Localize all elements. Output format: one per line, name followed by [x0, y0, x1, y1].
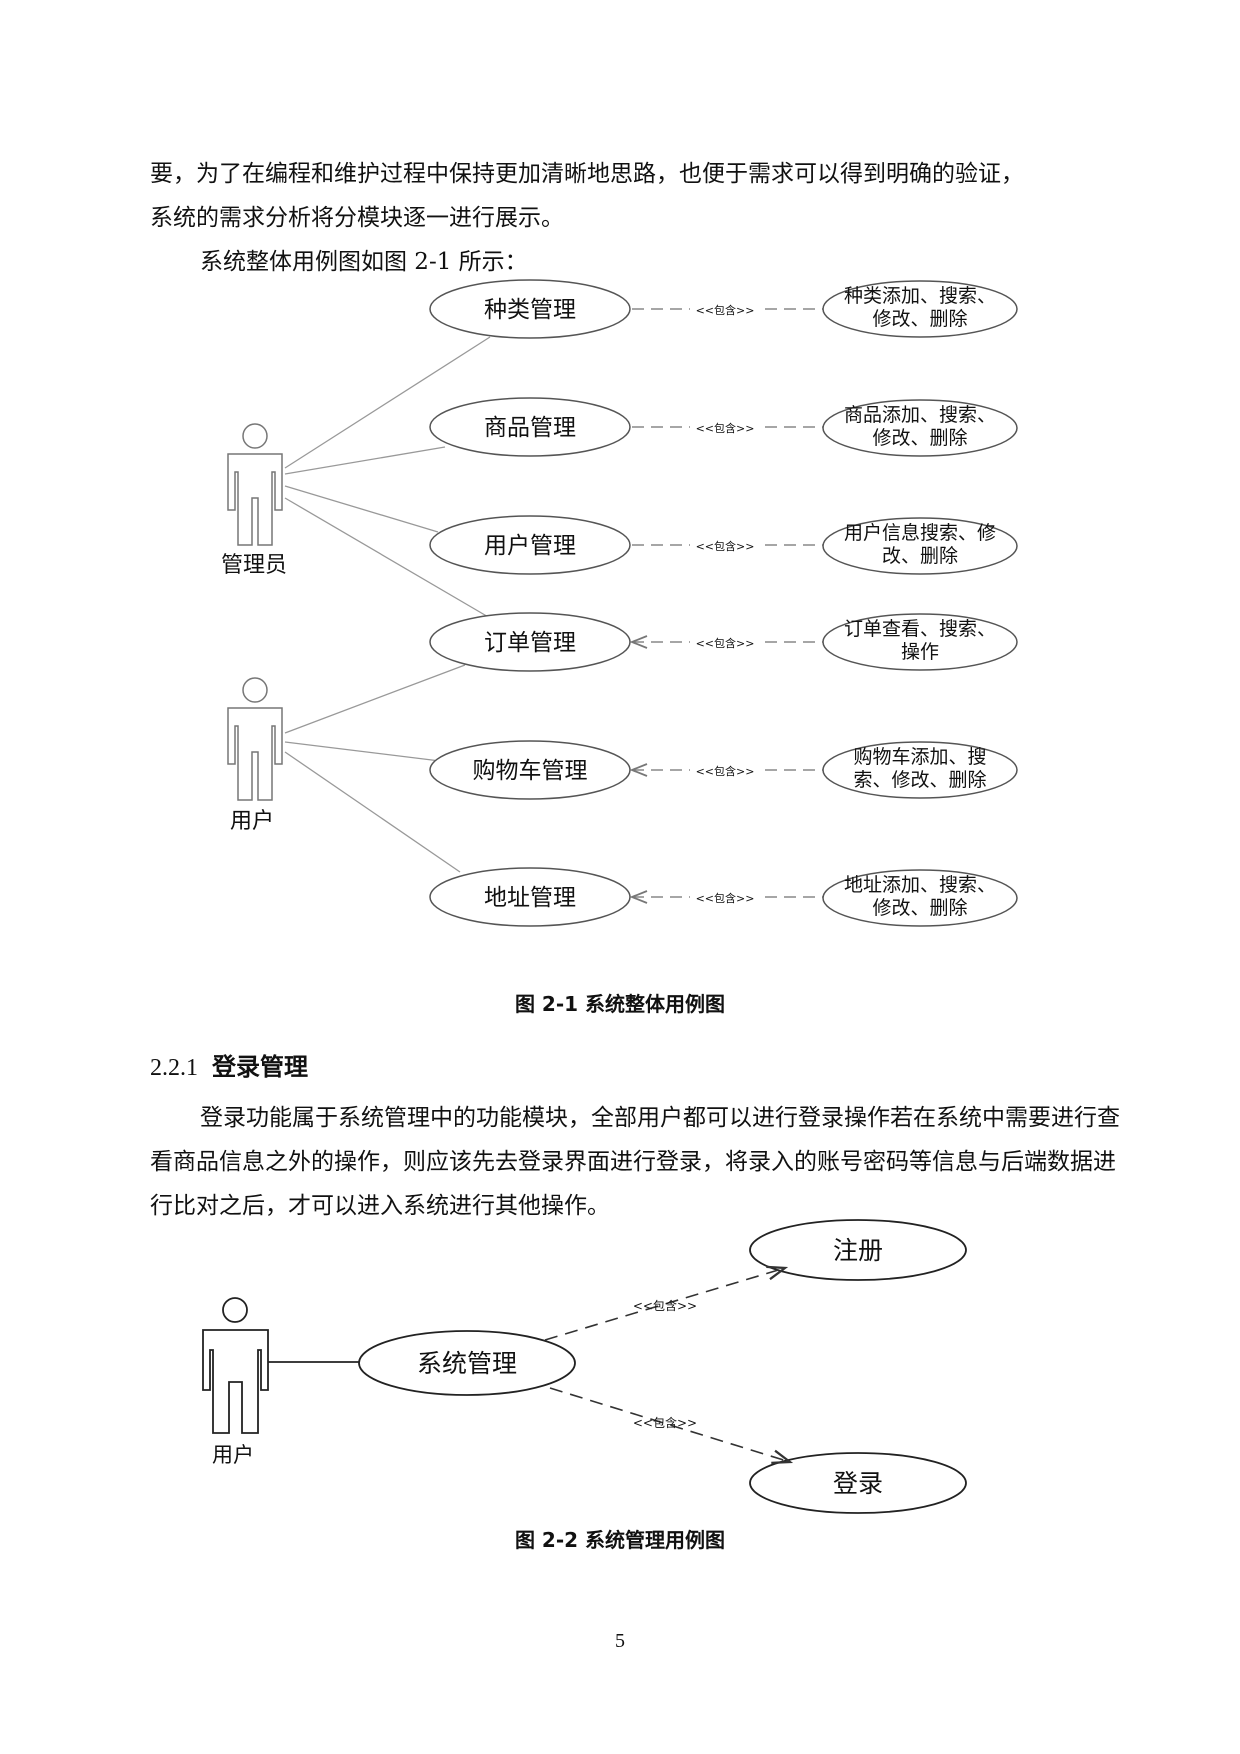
use-case-label: 地址管理 — [484, 885, 576, 911]
user-actor-label: 用户 — [230, 809, 274, 834]
include-label: <<包含>> — [696, 891, 755, 905]
use-case-detail-line2: 操作 — [901, 641, 939, 663]
use-case-detail-line1: 地址添加、搜索、 — [844, 874, 996, 896]
include-label: <<包含>> — [633, 1298, 697, 1313]
use-case-detail — [822, 399, 1018, 457]
use-case-category-management — [429, 279, 631, 339]
use-case-detail-line2: 改、删除 — [882, 545, 958, 567]
include-label: <<包含>> — [696, 636, 755, 650]
login-paragraph: 登录功能属于系统管理中的功能模块，全部用户都可以进行登录操作若在系统中需要进行查… — [150, 1105, 1120, 1219]
use-case-login — [749, 1452, 967, 1514]
use-case-detail-line1: 种类添加、搜索、 — [844, 285, 996, 307]
section-title: 登录管理 — [212, 1053, 308, 1081]
use-case-detail-line2: 修改、删除 — [872, 897, 967, 919]
include-label: <<包含>> — [696, 764, 755, 778]
use-case-order-management — [429, 612, 631, 672]
intro-line-1: 要，为了在编程和维护过程中保持更加清晰地思路，也便于需求可以得到明确的验证， — [150, 161, 1024, 187]
use-case-label: 商品管理 — [484, 415, 576, 441]
use-case-label: 系统管理 — [417, 1349, 517, 1378]
page-number: 5 — [615, 1630, 625, 1652]
intro-line-2: 系统的需求分析将分模块逐一进行展示。 — [150, 205, 564, 231]
intro-line-3: 系统整体用例图如图 2-1 所示： — [200, 249, 528, 275]
use-case-system-management — [358, 1330, 576, 1396]
use-case-label: 用户管理 — [484, 533, 576, 559]
use-case-address-management — [429, 867, 631, 927]
use-case-product-management — [429, 397, 631, 457]
figure-1-caption: 图 2-1 系统整体用例图 — [514, 992, 726, 1016]
include-label: <<包含>> — [696, 303, 755, 317]
use-case-label: 订单管理 — [484, 630, 576, 656]
use-case-detail — [822, 869, 1018, 927]
use-case-detail-line1: 商品添加、搜索、 — [844, 404, 996, 426]
use-case-diagram-system-management: 用户 系统管理 注册 登录 <<包含>> <<包含>> — [202, 1219, 967, 1514]
include-label: <<包含>> — [633, 1415, 697, 1430]
use-case-detail-line2: 修改、删除 — [872, 308, 967, 330]
user-actor-icon — [202, 1297, 269, 1434]
use-case-detail-line1: 用户信息搜索、修 — [844, 522, 996, 544]
use-case-diagram-overall: 管理员 用户 种类管理 <<包含>> 种类添加、搜索、 修改、删除 商品管理 <… — [221, 279, 1018, 927]
user-actor-label: 用户 — [212, 1443, 254, 1467]
use-case-detail-line1: 订单查看、搜索、 — [844, 618, 996, 640]
association-lines — [284, 336, 491, 873]
include-label: <<包含>> — [696, 539, 755, 553]
use-case-detail — [822, 613, 1018, 671]
admin-actor-label: 管理员 — [221, 553, 287, 578]
use-case-detail-line2: 索、修改、删除 — [853, 769, 986, 791]
use-case-detail-line1: 购物车添加、搜 — [853, 746, 986, 768]
use-case-label: 种类管理 — [484, 297, 576, 323]
use-case-cart-management — [429, 740, 631, 800]
use-case-label: 注册 — [833, 1236, 883, 1265]
section-number: 2.2.1 — [150, 1055, 198, 1081]
use-case-label: 登录 — [833, 1469, 883, 1498]
use-case-label: 购物车管理 — [473, 758, 588, 784]
section-heading: 2.2.1 登录管理 — [150, 1047, 308, 1082]
use-case-detail-line2: 修改、删除 — [872, 427, 967, 449]
use-case-detail — [822, 517, 1018, 575]
figure-2-caption: 图 2-2 系统管理用例图 — [514, 1528, 726, 1552]
use-case-detail — [822, 280, 1018, 338]
use-case-register — [749, 1219, 967, 1281]
use-case-detail — [822, 741, 1018, 799]
user-actor-icon — [227, 677, 283, 801]
include-label: <<包含>> — [696, 421, 755, 435]
admin-actor-icon — [227, 423, 283, 546]
use-case-user-management — [429, 515, 631, 575]
